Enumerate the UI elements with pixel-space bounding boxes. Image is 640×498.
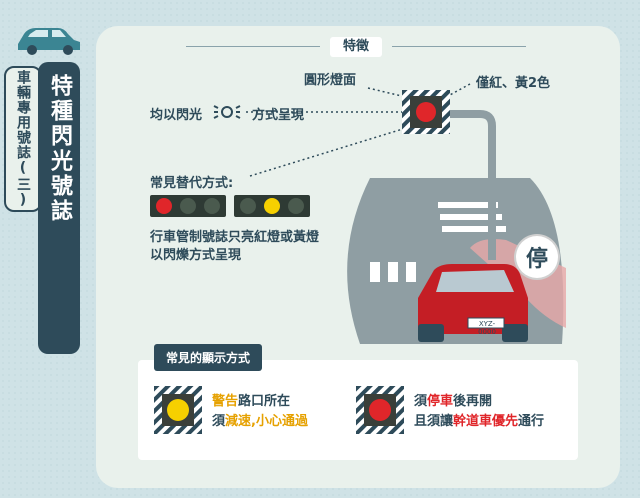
yellow-desc-w2: 路口所在: [238, 394, 291, 409]
features-divider-left: [186, 46, 320, 47]
yellow-desc-w3: 須: [212, 414, 226, 429]
main-flashing-signal: [402, 90, 450, 134]
yellow-desc-w1: 警告: [212, 394, 239, 409]
yellow-desc-w4: 減速,小心通過: [225, 414, 308, 429]
bottom-tag: 常見的顯示方式: [154, 344, 263, 371]
alt-yellow-signal: [234, 195, 310, 217]
alt-red-signal: [150, 195, 226, 217]
label-flash: 均以閃光: [150, 108, 203, 123]
label-alternatives: 常見替代方式:: [150, 176, 234, 191]
label-alt-desc-1: 行車管制號誌只亮紅燈或黃燈: [150, 230, 320, 245]
vertical-subtitle: 車輛專用號誌(三): [4, 66, 42, 212]
car-icon: [18, 28, 80, 55]
features-divider-right: [392, 46, 526, 47]
signal-pole: [442, 110, 496, 260]
vertical-title: 特種閃光號誌: [38, 62, 80, 354]
red-desc-w2: 停車: [427, 394, 454, 409]
label-colors: 僅紅、黃2色: [476, 76, 551, 91]
red-flashing-signal: [356, 386, 404, 434]
stop-sign-text: 停: [525, 247, 548, 272]
features-header: 特徵: [330, 37, 382, 57]
flash-icon: [213, 105, 241, 119]
label-alt-desc-2: 以閃爍方式呈現: [150, 248, 242, 263]
red-desc-w1: 須: [414, 394, 428, 409]
red-desc: 須停車後再開 且須讓幹道車優先通行: [414, 392, 544, 432]
red-desc-w6: 通行: [518, 414, 545, 429]
red-desc-w5: 幹道車優先: [453, 414, 519, 429]
red-desc-w4: 且須讓: [414, 414, 454, 429]
red-desc-w3: 後再開: [453, 394, 493, 409]
yellow-desc: 警告路口所在 須減速,小心通過: [212, 392, 308, 432]
stop-sign: 停: [516, 236, 558, 278]
license-plate: XYZ-0000: [478, 320, 496, 336]
yellow-flashing-signal: [154, 386, 202, 434]
label-round-lens: 圓形燈面: [304, 73, 357, 88]
red-car: [418, 264, 528, 342]
